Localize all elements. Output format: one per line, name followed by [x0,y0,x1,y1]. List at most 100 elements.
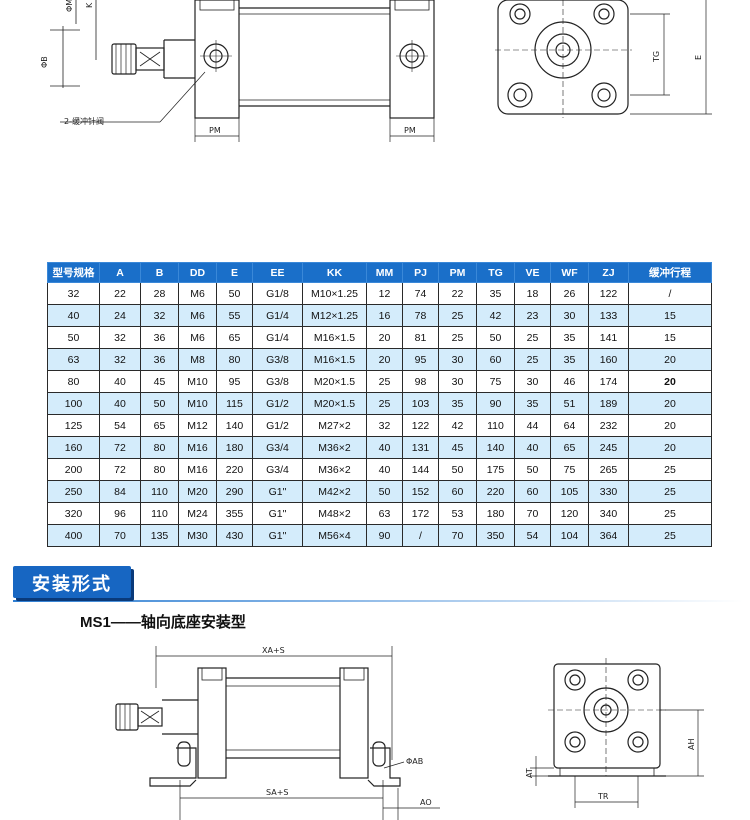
table-header-row: 型号规格 A B DD E EE KK MM PJ PM TG VE WF ZJ… [47,262,712,283]
table-cell: 75 [476,370,515,393]
table-cell: 22 [438,282,477,305]
table-cell: 25 [628,458,712,481]
table-header-cell: B [140,262,179,283]
table-cell: 36 [140,348,179,371]
label-xa-s: XA+S [262,646,285,655]
table-cell: M6 [178,326,217,349]
table-cell: 70 [99,524,141,547]
table-cell: M48×2 [302,502,367,525]
label-pm-left: PM [209,126,221,135]
table-cell: 20 [366,326,403,349]
table-cell: 40 [366,458,403,481]
table-cell: 96 [99,502,141,525]
table-cell: 72 [99,436,141,459]
table-cell: 140 [476,436,515,459]
table-cell: 32 [99,348,141,371]
table-cell: 84 [99,480,141,503]
table-cell: 20 [628,348,712,371]
table-cell: 110 [140,480,179,503]
table-cell: M8 [178,348,217,371]
table-cell: 80 [140,458,179,481]
table-cell: 25 [438,326,477,349]
table-cell: 24 [99,304,141,327]
table-cell: 15 [628,304,712,327]
table-cell: 40 [47,304,100,327]
table-cell: 40 [514,436,551,459]
table-cell: 20 [628,370,712,393]
table-cell: M20 [178,480,217,503]
table-cell: 28 [140,282,179,305]
table-cell: 30 [514,370,551,393]
table-cell: 90 [366,524,403,547]
table-cell: 32 [140,304,179,327]
table-cell: 75 [550,458,589,481]
table-cell: 36 [140,326,179,349]
table-cell: 122 [402,414,439,437]
table-cell: 60 [438,480,477,503]
table-cell: 220 [216,458,253,481]
label-phi-m: ΦM [65,0,74,12]
table-cell: 55 [216,304,253,327]
table-cell: 110 [140,502,179,525]
table-cell: 60 [514,480,551,503]
table-cell: G3/4 [252,458,303,481]
table-cell: 46 [550,370,589,393]
label-cushion-valve: 2-缓冲针阀 [64,116,104,126]
table-cell: 400 [47,524,100,547]
table-cell: 140 [216,414,253,437]
table-cell: 44 [514,414,551,437]
table-cell: 122 [588,282,629,305]
table-cell: G1" [252,524,303,547]
table-cell: G1/4 [252,304,303,327]
table-cell: 45 [140,370,179,393]
table-cell: 16 [366,304,403,327]
table-header-cell: WF [550,262,589,283]
table-cell: 25 [628,502,712,525]
table-cell: M36×2 [302,436,367,459]
table-cell: 144 [402,458,439,481]
table-cell: 100 [47,392,100,415]
table-cell: 20 [628,436,712,459]
table-cell: 330 [588,480,629,503]
table-cell: 53 [438,502,477,525]
table-cell: 30 [438,348,477,371]
table-cell: 35 [514,392,551,415]
table-cell: 175 [476,458,515,481]
table-cell: 180 [216,436,253,459]
table-cell: 250 [47,480,100,503]
table-cell: 141 [588,326,629,349]
table-cell: 180 [476,502,515,525]
section-divider-fade [13,600,743,602]
table-cell: / [628,282,712,305]
table-cell: 172 [402,502,439,525]
cylinder-side-and-end-view-drawing: ΦM K ΦB 2-缓冲针阀 PM PM TG E [40,0,712,142]
label-k: K [85,2,94,8]
table-header-cell: EE [252,262,303,283]
table-cell: 12 [366,282,403,305]
table-cell: 50 [438,458,477,481]
table-cell: G1" [252,502,303,525]
table-cell: / [402,524,439,547]
table-cell: M6 [178,282,217,305]
table-cell: 65 [140,414,179,437]
table-cell: 125 [47,414,100,437]
table-header-cell: DD [178,262,217,283]
table-cell: 63 [47,348,100,371]
table-cell: M27×2 [302,414,367,437]
table-cell: M16 [178,458,217,481]
table-cell: M24 [178,502,217,525]
table-cell: M16×1.5 [302,326,367,349]
table-cell: 35 [550,326,589,349]
table-cell: M10 [178,370,217,393]
table-cell: 54 [99,414,141,437]
table-cell: 25 [514,326,551,349]
table-cell: 430 [216,524,253,547]
table-cell: M6 [178,304,217,327]
table-cell: 133 [588,304,629,327]
table-cell: 355 [216,502,253,525]
table-cell: G1" [252,480,303,503]
